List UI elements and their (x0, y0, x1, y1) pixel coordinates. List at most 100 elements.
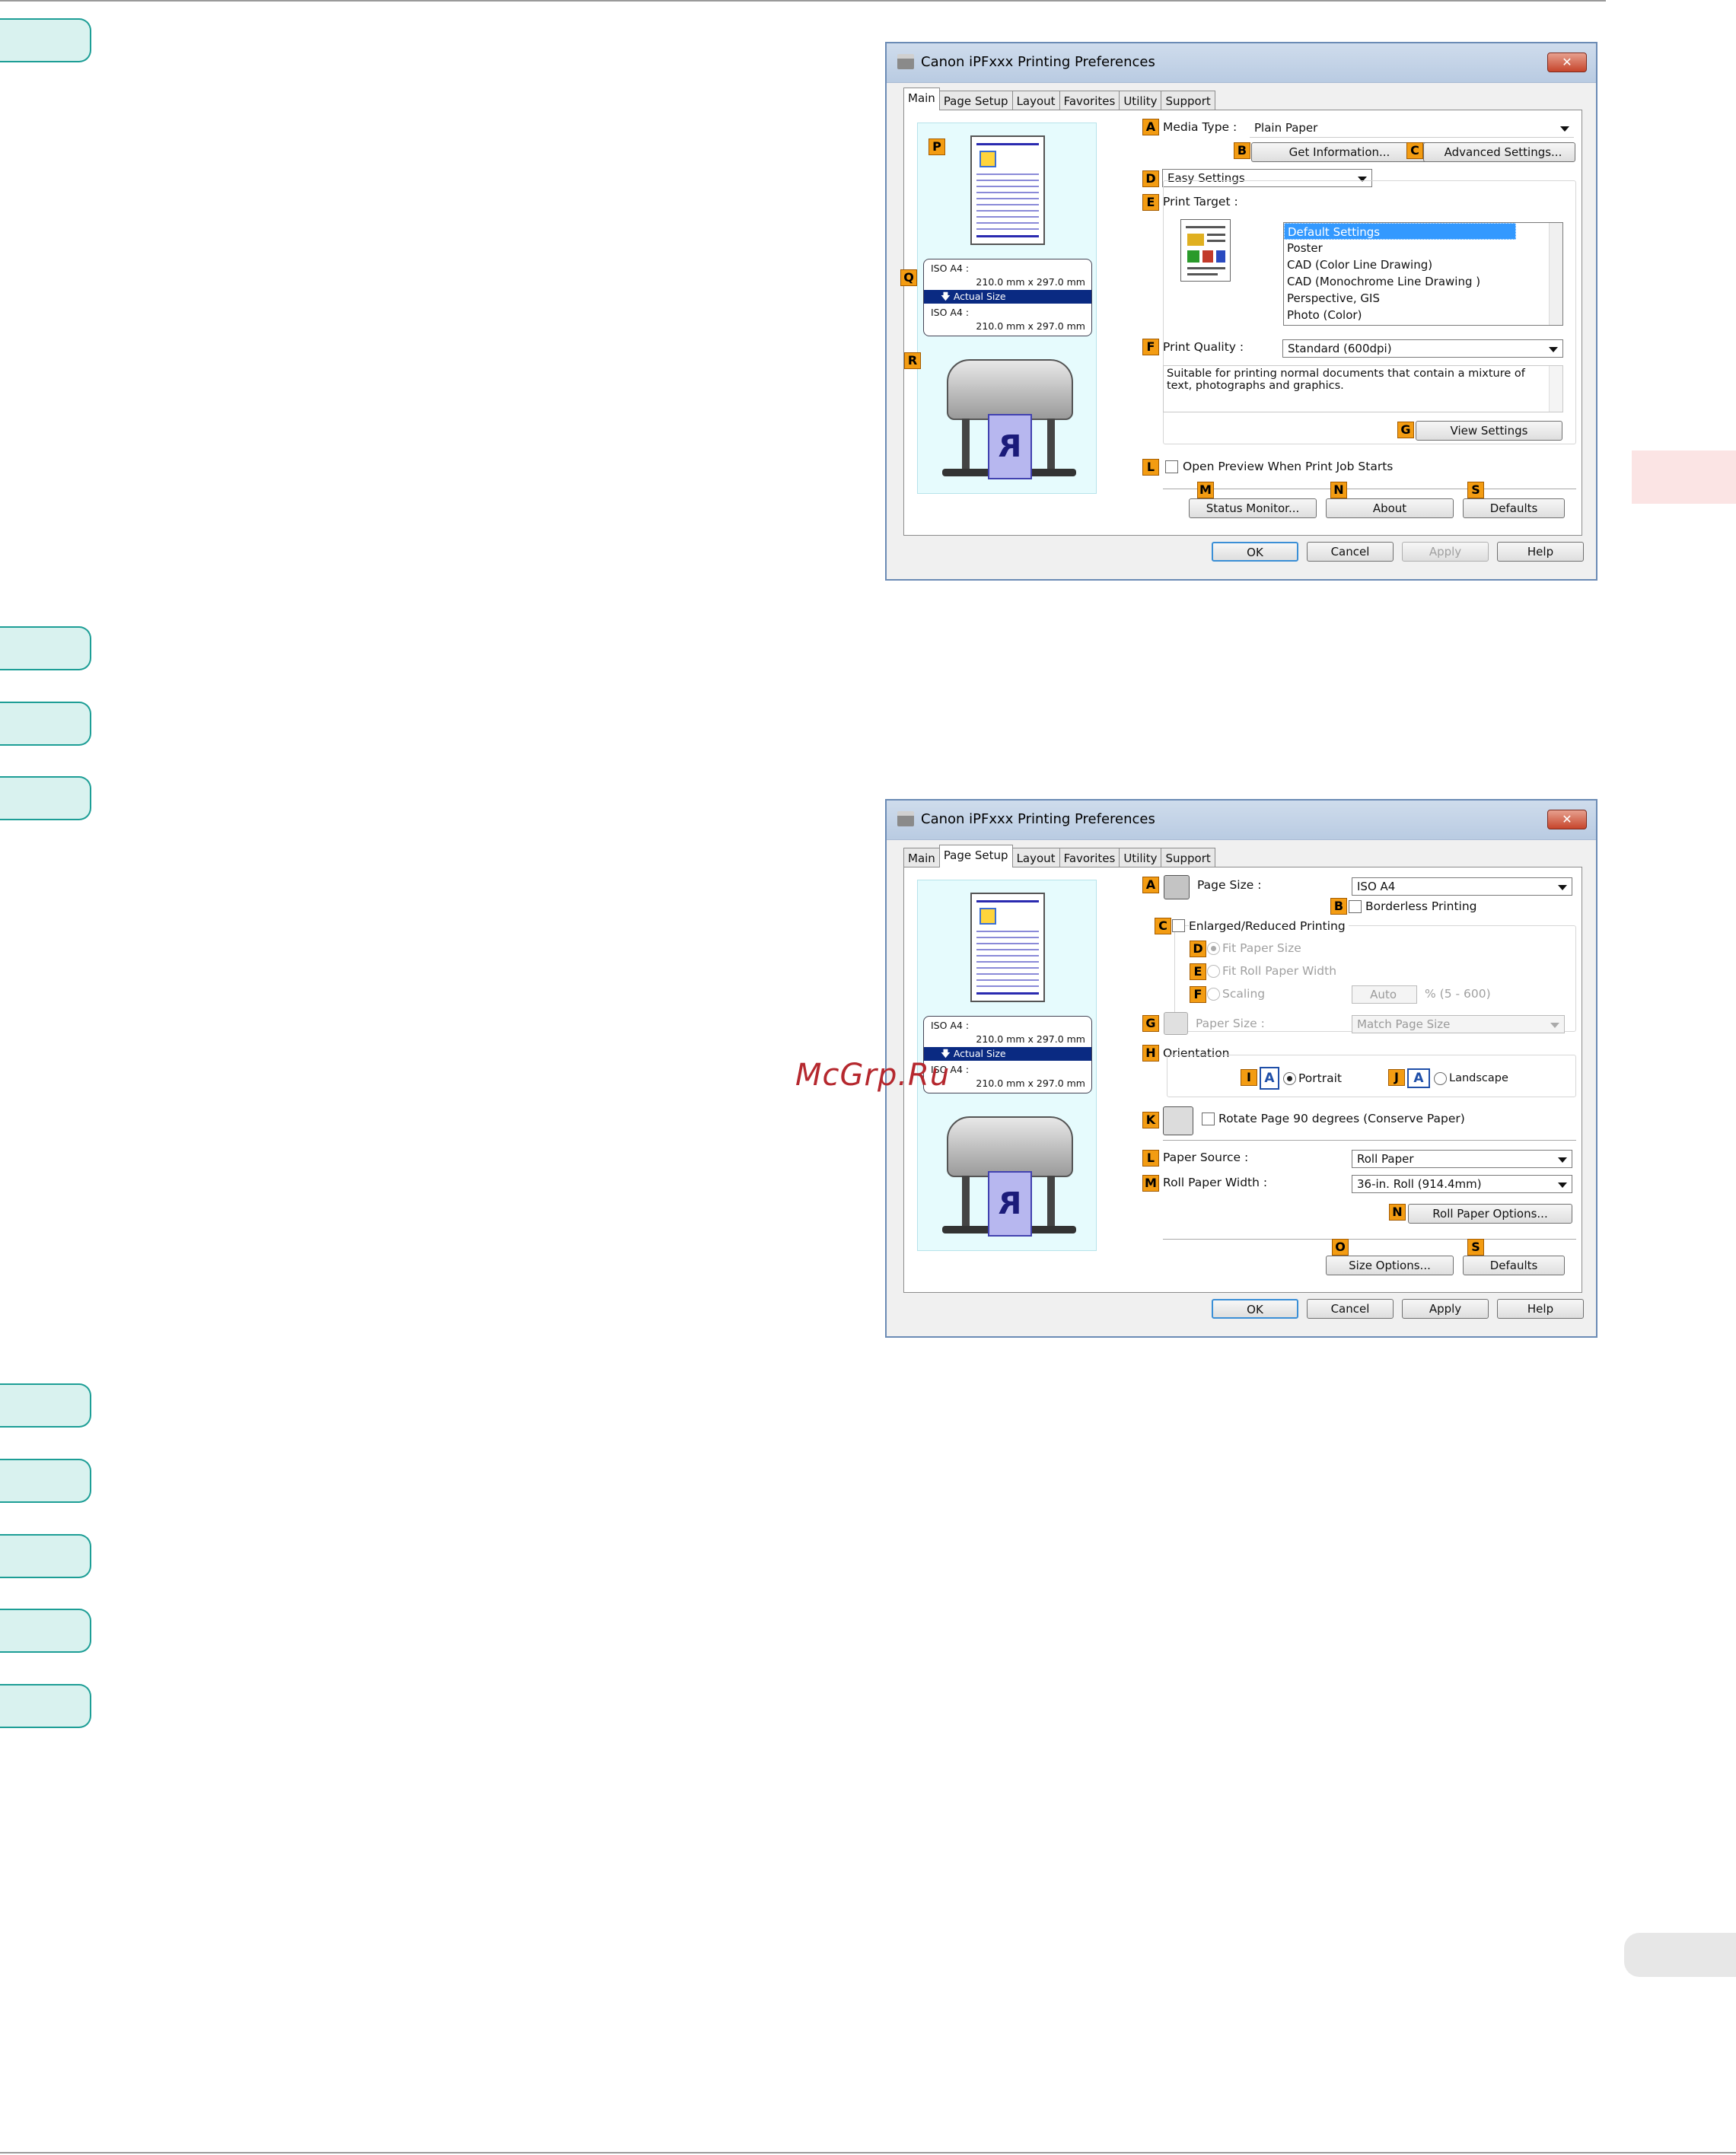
tab-utility[interactable]: Utility (1119, 91, 1162, 110)
list-scrollbar[interactable] (1549, 223, 1562, 325)
rotate-label: Rotate Page 90 degrees (Conserve Paper) (1218, 1112, 1465, 1125)
cancel-button[interactable]: Cancel (1307, 1299, 1394, 1319)
portrait-radio[interactable] (1283, 1072, 1296, 1085)
open-preview-checkbox[interactable] (1165, 460, 1178, 473)
printing-preferences-dialog-main: Canon iPFxxx Printing Preferences ✕ Main… (885, 42, 1597, 581)
tab-favorites[interactable]: Favorites (1059, 848, 1120, 867)
callout-H: H (1142, 1045, 1159, 1062)
enlarged-label: Enlarged/Reduced Printing (1189, 919, 1349, 933)
print-quality-select[interactable]: Standard (600dpi) (1282, 339, 1563, 358)
callout-C: C (1406, 142, 1423, 159)
down-arrow-icon: 🡇 (941, 291, 954, 302)
step-marker (0, 1383, 91, 1428)
scaling-radio[interactable] (1207, 988, 1220, 1001)
cancel-button[interactable]: Cancel (1307, 542, 1394, 562)
ok-button[interactable]: OK (1212, 1299, 1298, 1319)
fit-paper-size-radio[interactable] (1207, 942, 1220, 955)
settings-mode-select[interactable]: Easy Settings (1162, 169, 1372, 187)
fit-paper-size-label: Fit Paper Size (1222, 941, 1301, 955)
view-settings-button[interactable]: View Settings (1416, 421, 1562, 441)
list-item[interactable]: Poster (1287, 241, 1323, 255)
tab-main[interactable]: Main (903, 88, 940, 110)
roll-width-select[interactable]: 36-in. Roll (914.4mm) (1352, 1175, 1572, 1193)
step-marker (0, 626, 91, 670)
rotate-checkbox[interactable] (1202, 1113, 1215, 1125)
landscape-radio[interactable] (1434, 1072, 1447, 1085)
callout-D: D (1190, 941, 1206, 957)
defaults-button[interactable]: Defaults (1463, 1256, 1565, 1275)
list-item[interactable]: Perspective, GIS (1287, 291, 1380, 305)
tab-support[interactable]: Support (1161, 91, 1215, 110)
apply-button[interactable]: Apply (1402, 542, 1489, 562)
callout-S: S (1467, 482, 1484, 498)
apply-button[interactable]: Apply (1402, 1299, 1489, 1319)
callout-O: O (1332, 1239, 1349, 1256)
top-rule (0, 0, 1606, 2)
media-type-select[interactable]: Plain Paper (1250, 119, 1574, 138)
image-thumbnail-icon (979, 908, 996, 925)
tab-support[interactable]: Support (1161, 848, 1215, 867)
list-item[interactable]: Default Settings (1284, 223, 1516, 240)
roll-width-label: Roll Paper Width : (1163, 1176, 1268, 1189)
advanced-settings-button[interactable]: Advanced Settings... (1423, 142, 1575, 162)
enlarged-checkbox[interactable] (1172, 919, 1185, 932)
printer-illustration: R (941, 1109, 1078, 1243)
callout-G: G (1142, 1015, 1159, 1032)
size-options-button[interactable]: Size Options... (1326, 1256, 1454, 1275)
page-size-select[interactable]: ISO A4 (1352, 877, 1572, 896)
landscape-icon: A (1407, 1068, 1430, 1088)
tab-layout[interactable]: Layout (1011, 91, 1060, 110)
callout-E: E (1142, 194, 1159, 211)
output-size-label: ISO A4 : (931, 1064, 970, 1075)
output-size-label: ISO A4 : (931, 307, 970, 318)
defaults-button[interactable]: Defaults (1463, 498, 1565, 518)
page-number-tab (1624, 1933, 1736, 1977)
list-item[interactable]: CAD (Color Line Drawing) (1287, 258, 1433, 272)
tab-page-setup[interactable]: Page Setup (938, 845, 1013, 867)
tab-panel: ISO A4 : 210.0 mm x 297.0 mm 🡇 Actual Si… (903, 867, 1582, 1293)
print-target-list[interactable]: Default Settings Poster CAD (Color Line … (1283, 222, 1563, 326)
tab-layout[interactable]: Layout (1011, 848, 1060, 867)
list-item[interactable]: Photo (Color) (1287, 308, 1362, 322)
portrait-label: Portrait (1298, 1071, 1342, 1085)
tab-main[interactable]: Main (903, 848, 940, 867)
original-size-dims: 210.0 mm x 297.0 mm (976, 276, 1085, 288)
callout-G: G (1397, 422, 1414, 438)
get-information-button[interactable]: Get Information... (1251, 142, 1428, 162)
title-bar: Canon iPFxxx Printing Preferences ✕ (887, 43, 1596, 83)
scaling-label: Scaling (1222, 987, 1266, 1001)
borderless-checkbox[interactable] (1349, 900, 1362, 913)
callout-B: B (1330, 898, 1347, 915)
scaling-mode: Actual Size (953, 1048, 1006, 1059)
chapter-side-tab (1632, 450, 1736, 504)
paper-size-select[interactable]: Match Page Size (1352, 1015, 1565, 1033)
tab-utility[interactable]: Utility (1119, 848, 1162, 867)
size-info-box: ISO A4 : 210.0 mm x 297.0 mm 🡇 Actual Si… (923, 259, 1092, 336)
fit-roll-width-radio[interactable] (1207, 965, 1220, 978)
page-size-icon (1164, 875, 1190, 899)
ok-button[interactable]: OK (1212, 542, 1298, 562)
borderless-label: Borderless Printing (1365, 899, 1477, 913)
paper-source-label: Paper Source : (1163, 1151, 1249, 1164)
callout-J: J (1388, 1069, 1405, 1086)
callout-I: I (1241, 1069, 1257, 1086)
original-size-dims: 210.0 mm x 297.0 mm (976, 1033, 1085, 1045)
about-button[interactable]: About (1326, 498, 1454, 518)
tab-page-setup[interactable]: Page Setup (938, 91, 1013, 110)
callout-M: M (1197, 482, 1214, 498)
bottom-rule (0, 2152, 1736, 2153)
callout-Q: Q (900, 269, 917, 286)
tab-favorites[interactable]: Favorites (1059, 91, 1120, 110)
paper-source-select[interactable]: Roll Paper (1352, 1150, 1572, 1168)
close-button[interactable]: ✕ (1547, 810, 1587, 829)
close-button[interactable]: ✕ (1547, 53, 1587, 72)
help-button[interactable]: Help (1497, 1299, 1584, 1319)
status-monitor-button[interactable]: Status Monitor... (1189, 498, 1317, 518)
roll-paper-options-button[interactable]: Roll Paper Options... (1408, 1204, 1572, 1224)
output-size-dims: 210.0 mm x 297.0 mm (976, 1078, 1085, 1089)
help-button[interactable]: Help (1497, 542, 1584, 562)
scaling-stepper[interactable]: Auto (1352, 985, 1417, 1004)
callout-K: K (1142, 1112, 1159, 1128)
list-item[interactable]: CAD (Monochrome Line Drawing ) (1287, 275, 1481, 288)
callout-A: A (1142, 119, 1159, 135)
